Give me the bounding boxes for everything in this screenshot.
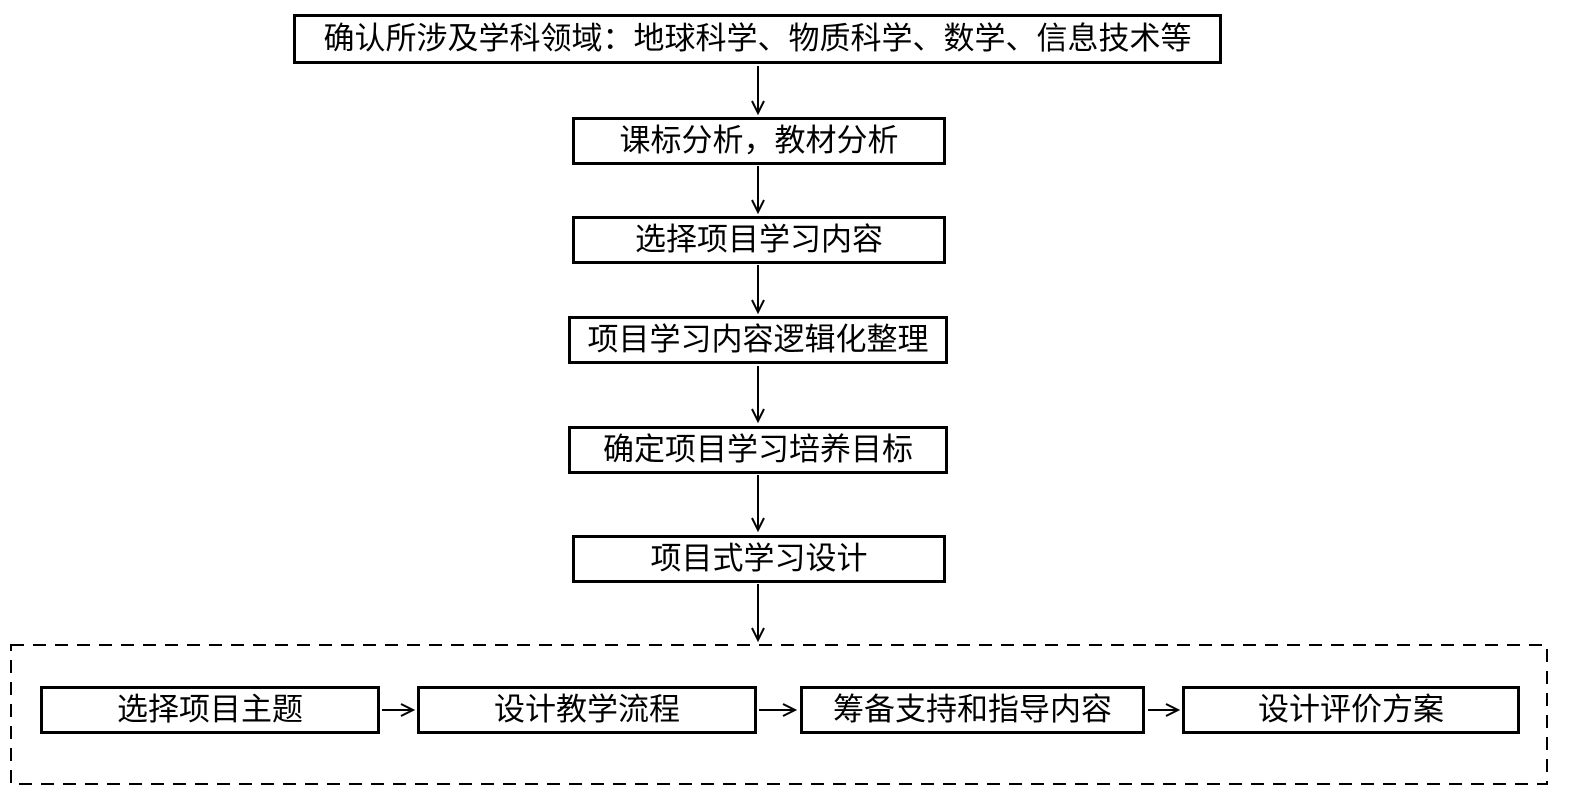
flow-node-pbl-design: 项目式学习设计 <box>572 535 946 583</box>
flow-node-logical-organize-label: 项目学习内容逻辑化整理 <box>587 322 929 358</box>
flow-node-design-evaluation-label: 设计评价方案 <box>1258 692 1444 728</box>
flow-node-design-process: 设计教学流程 <box>417 686 757 734</box>
flow-node-select-content-label: 选择项目学习内容 <box>635 222 883 258</box>
flow-node-logical-organize: 项目学习内容逻辑化整理 <box>568 316 948 364</box>
flow-node-select-theme: 选择项目主题 <box>40 686 380 734</box>
flow-node-pbl-design-label: 项目式学习设计 <box>650 541 868 577</box>
flow-node-prepare-support: 筹备支持和指导内容 <box>800 686 1145 734</box>
flow-node-analysis: 课标分析，教材分析 <box>572 117 946 165</box>
flow-node-disciplines: 确认所涉及学科领域：地球科学、物质科学、数学、信息技术等 <box>293 14 1222 64</box>
flow-node-design-process-label: 设计教学流程 <box>494 692 680 728</box>
flow-node-design-evaluation: 设计评价方案 <box>1182 686 1520 734</box>
flow-node-select-theme-label: 选择项目主题 <box>117 692 303 728</box>
flow-node-disciplines-label: 确认所涉及学科领域：地球科学、物质科学、数学、信息技术等 <box>323 21 1192 57</box>
flow-node-select-content: 选择项目学习内容 <box>572 216 946 264</box>
flow-node-analysis-label: 课标分析，教材分析 <box>619 123 899 159</box>
flow-node-prepare-support-label: 筹备支持和指导内容 <box>833 692 1112 728</box>
flow-node-training-goal-label: 确定项目学习培养目标 <box>603 432 913 468</box>
flow-node-training-goal: 确定项目学习培养目标 <box>568 426 948 474</box>
